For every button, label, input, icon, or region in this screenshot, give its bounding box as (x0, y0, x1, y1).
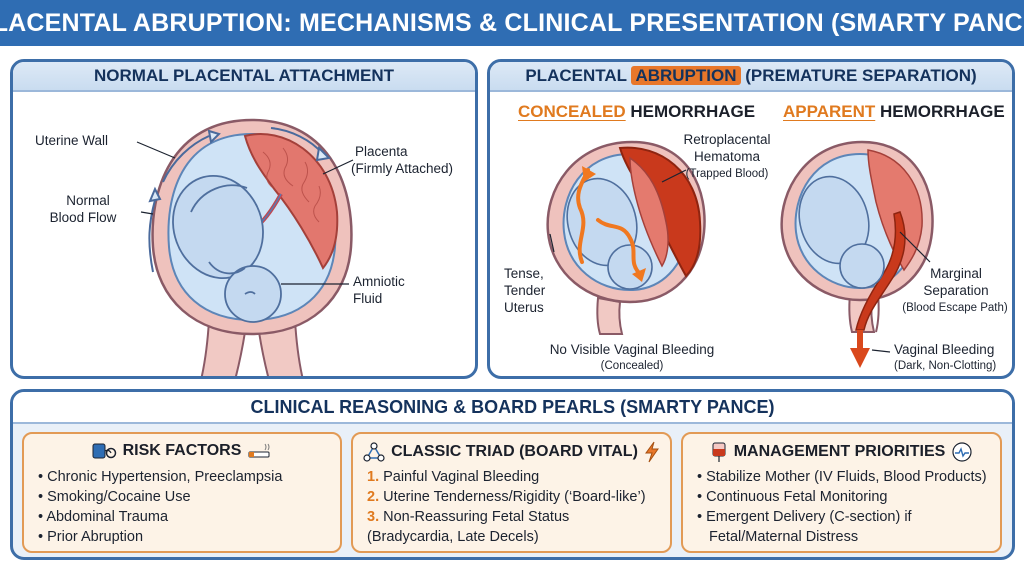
apparent-accent: APPARENT (783, 102, 876, 121)
label-concealed: (Concealed) (600, 360, 664, 372)
lightning-bolt-icon (644, 441, 659, 463)
label-normal: Normal (66, 193, 110, 208)
list-item: • Smoking/Cocaine Use (38, 489, 191, 505)
list-item: • Prior Abruption (38, 529, 144, 545)
risk-factors-list: • Chronic Hypertension, Preeclampsia • S… (38, 467, 282, 547)
fetal-monitor-icon (952, 442, 972, 462)
classic-triad-title: CLASSIC TRIAD (BOARD VITAL) (353, 441, 670, 463)
list-item: • Stabilize Mother (IV Fluids, Blood Pro… (697, 469, 987, 485)
label-placenta-firmly-attached: (Firmly Attached) (351, 161, 454, 176)
marginal-separation-path (855, 211, 906, 331)
list-item: 3.Non-Reassuring Fetal Status (367, 509, 570, 525)
label-no-visible-bleeding: No Visible Vaginal Bleeding (549, 342, 715, 357)
label-hematoma: Hematoma (693, 149, 761, 164)
list-item: • Chronic Hypertension, Preeclampsia (38, 469, 283, 485)
fetus (172, 174, 282, 323)
risk-factors-card: RISK FACTORS • Chronic Hypertension, Pre… (22, 432, 342, 553)
risk-factors-label: RISK FACTORS (122, 442, 242, 459)
apparent-rest: HEMORRHAGE (879, 102, 1005, 121)
list-item: (Bradycardia, Late Decels) (367, 529, 539, 545)
classic-triad-card: CLASSIC TRIAD (BOARD VITAL) 1.Painful Va… (351, 432, 672, 553)
list-item: • Continuous Fetal Monitoring (697, 489, 888, 505)
label-tender: Tender (504, 283, 546, 298)
abruption-panel: PLACENTAL ABRUPTION (PREMATURE SEPARATIO… (487, 59, 1015, 379)
abruption-panel-header: PLACENTAL ABRUPTION (PREMATURE SEPARATIO… (490, 62, 1012, 92)
classic-triad-label: CLASSIC TRIAD (BOARD VITAL) (391, 443, 638, 460)
placenta (243, 133, 339, 270)
normal-uterus-illustration (136, 118, 354, 376)
abruption-panel-heading: PLACENTAL ABRUPTION (PREMATURE SEPARATIO… (525, 66, 977, 86)
blood-flow-arrows (148, 127, 332, 273)
label-uterine-wall: Uterine Wall (35, 133, 109, 148)
bp-cuff-icon (92, 443, 116, 459)
label-trapped-blood: (Trapped Blood) (685, 168, 769, 180)
normal-panel-header: NORMAL PLACENTAL ATTACHMENT (13, 62, 475, 92)
apparent-hemorrhage-heading: APPARENT HEMORRHAGE (783, 102, 1005, 122)
label-vaginal-bleeding: Vaginal Bleeding (894, 342, 995, 357)
abruption-illustrations (546, 140, 934, 368)
concealed-uterus (546, 140, 706, 335)
label-blood-flow: Blood Flow (49, 210, 117, 225)
pearls-panel-heading: CLINICAL REASONING & BOARD PEARLS (SMART… (250, 396, 775, 417)
label-blood-escape-path: (Blood Escape Path) (902, 302, 1008, 314)
label-fluid: Fluid (353, 291, 383, 306)
classic-triad-list: 1.Painful Vaginal Bleeding 2.Uterine Ten… (367, 467, 646, 547)
management-title: MANAGEMENT PRIORITIES (683, 441, 1000, 463)
list-item: Fetal/Maternal Distress (709, 529, 859, 545)
management-card: MANAGEMENT PRIORITIES • Stabilize Mother… (681, 432, 1002, 553)
page-title: PLACENTAL ABRUPTION: MECHANISMS & CLINIC… (0, 8, 1024, 37)
normal-panel-heading: NORMAL PLACENTAL ATTACHMENT (94, 66, 394, 85)
title-bar: PLACENTAL ABRUPTION: MECHANISMS & CLINIC… (0, 0, 1024, 46)
label-tense: Tense, (504, 266, 544, 281)
normal-attachment-panel: NORMAL PLACENTAL ATTACHMENT (10, 59, 478, 379)
label-separation: Separation (923, 283, 989, 298)
concealed-hemorrhage-heading: CONCEALED HEMORRHAGE (518, 102, 755, 122)
management-list: • Stabilize Mother (IV Fluids, Blood Pro… (697, 467, 987, 547)
label-uterus: Uterus (504, 300, 544, 315)
triad-network-icon (363, 442, 385, 462)
pearls-panel-header: CLINICAL REASONING & BOARD PEARLS (SMART… (13, 392, 1012, 424)
abruption-heading-post: (PREMATURE SEPARATION) (745, 66, 977, 85)
risk-factors-title: RISK FACTORS (24, 441, 340, 461)
label-amniotic: Amniotic (353, 274, 405, 289)
list-item: • Emergent Delivery (C-section) if (697, 509, 912, 525)
cigarette-icon (248, 443, 270, 458)
list-item: 2.Uterine Tenderness/Rigidity (‘Board-li… (367, 489, 646, 505)
label-retroplacental: Retroplacental (683, 132, 771, 147)
abruption-heading-highlight: ABRUPTION (631, 66, 741, 85)
concealed-accent: CONCEALED (518, 102, 626, 121)
apparent-uterus (780, 140, 934, 368)
label-dark-non-clotting: (Dark, Non-Clotting) (894, 360, 997, 372)
management-label: MANAGEMENT PRIORITIES (733, 443, 946, 460)
list-item: • Abdominal Trauma (38, 509, 169, 525)
iv-bag-icon (712, 442, 726, 462)
list-item: 1.Painful Vaginal Bleeding (367, 469, 540, 485)
label-placenta: Placenta (355, 144, 408, 159)
label-marginal: Marginal (930, 266, 982, 281)
board-pearls-panel: CLINICAL REASONING & BOARD PEARLS (SMART… (10, 389, 1015, 560)
concealed-rest: HEMORRHAGE (630, 102, 756, 121)
abruption-heading-pre: PLACENTAL (525, 66, 627, 85)
